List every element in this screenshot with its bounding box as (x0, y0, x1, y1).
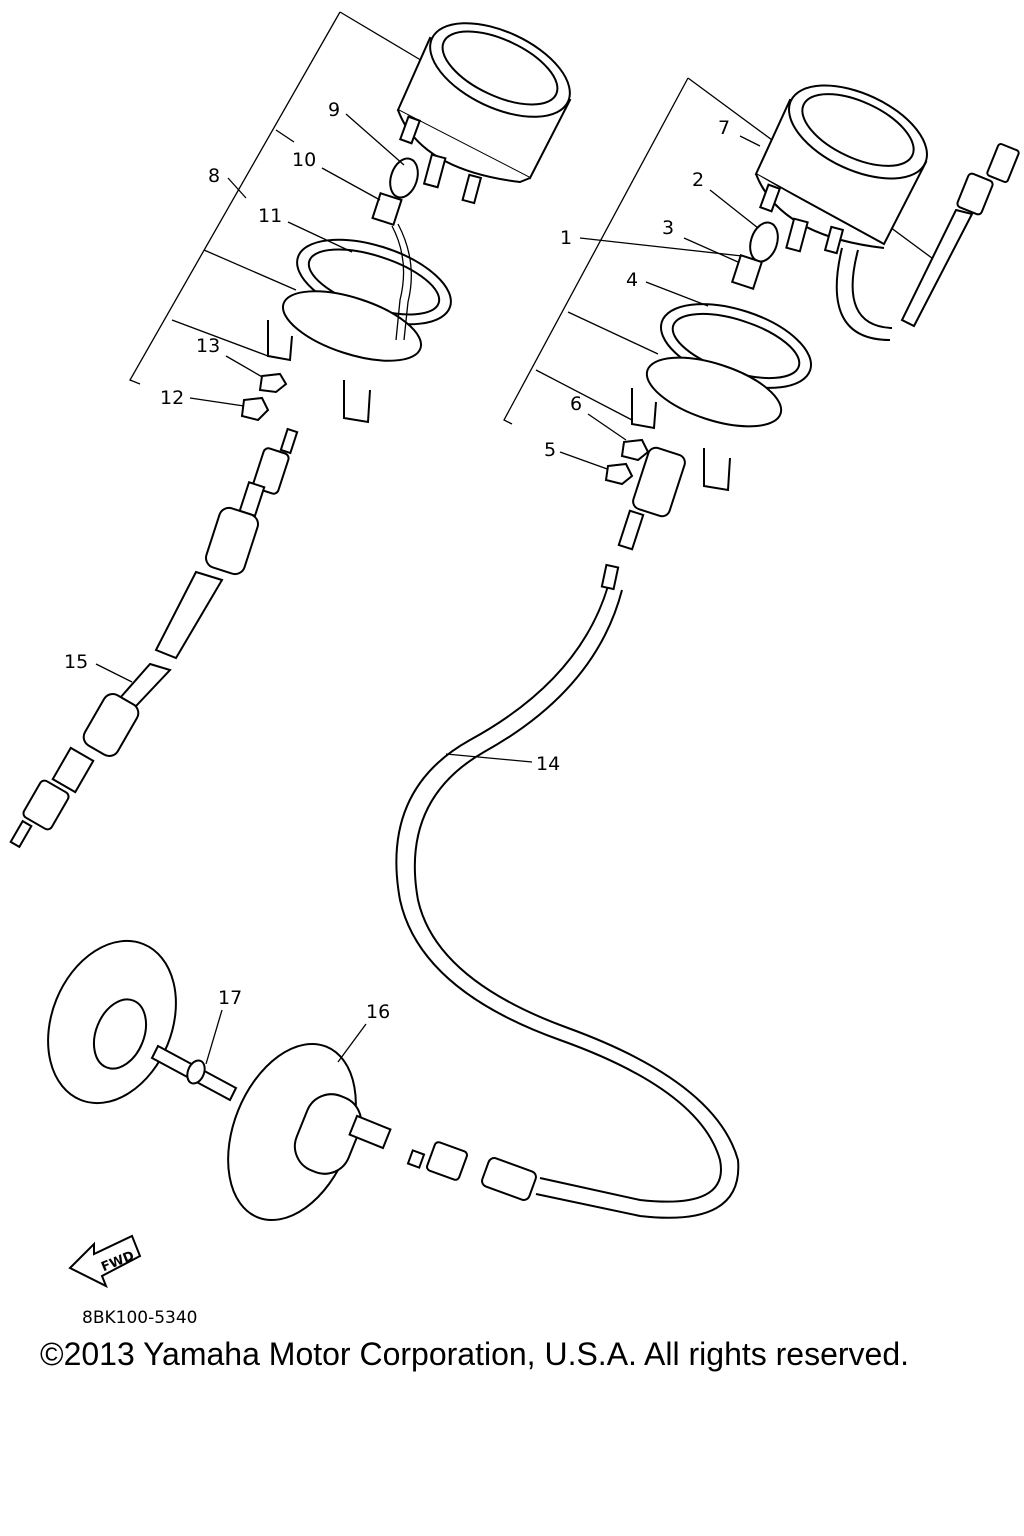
long-meter-cable (395, 563, 740, 1219)
copyright-notice: ©2013 Yamaha Motor Corporation, U.S.A. A… (40, 1336, 910, 1372)
part-labels: 1 2 3 4 5 6 7 8 9 10 11 12 13 14 15 16 1… (64, 99, 730, 1023)
part-label-11: 11 (258, 205, 282, 227)
forward-arrow-icon: FWD (68, 1234, 142, 1289)
part-label-7: 7 (718, 117, 730, 139)
part-label-12: 12 (160, 387, 184, 409)
part-label-8: 8 (208, 165, 220, 187)
part-label-15: 15 (64, 651, 88, 673)
part-label-3: 3 (662, 217, 674, 239)
part-label-16: 16 (366, 1001, 390, 1023)
right-meter-assembly (503, 77, 1020, 551)
left-meter-cable (9, 427, 299, 849)
part-label-17: 17 (218, 987, 242, 1009)
part-label-2: 2 (692, 169, 704, 191)
part-label-1: 1 (560, 227, 572, 249)
meter-gear-unit (47, 939, 392, 1222)
diagram-code: 8BK100-5340 (82, 1308, 198, 1328)
part-label-5: 5 (544, 439, 556, 461)
part-label-10: 10 (292, 149, 316, 171)
part-label-13: 13 (196, 335, 220, 357)
part-label-4: 4 (626, 269, 638, 291)
part-label-6: 6 (570, 393, 582, 415)
part-label-14: 14 (536, 753, 560, 775)
part-label-9: 9 (328, 99, 340, 121)
left-meter-assembly (129, 11, 572, 424)
